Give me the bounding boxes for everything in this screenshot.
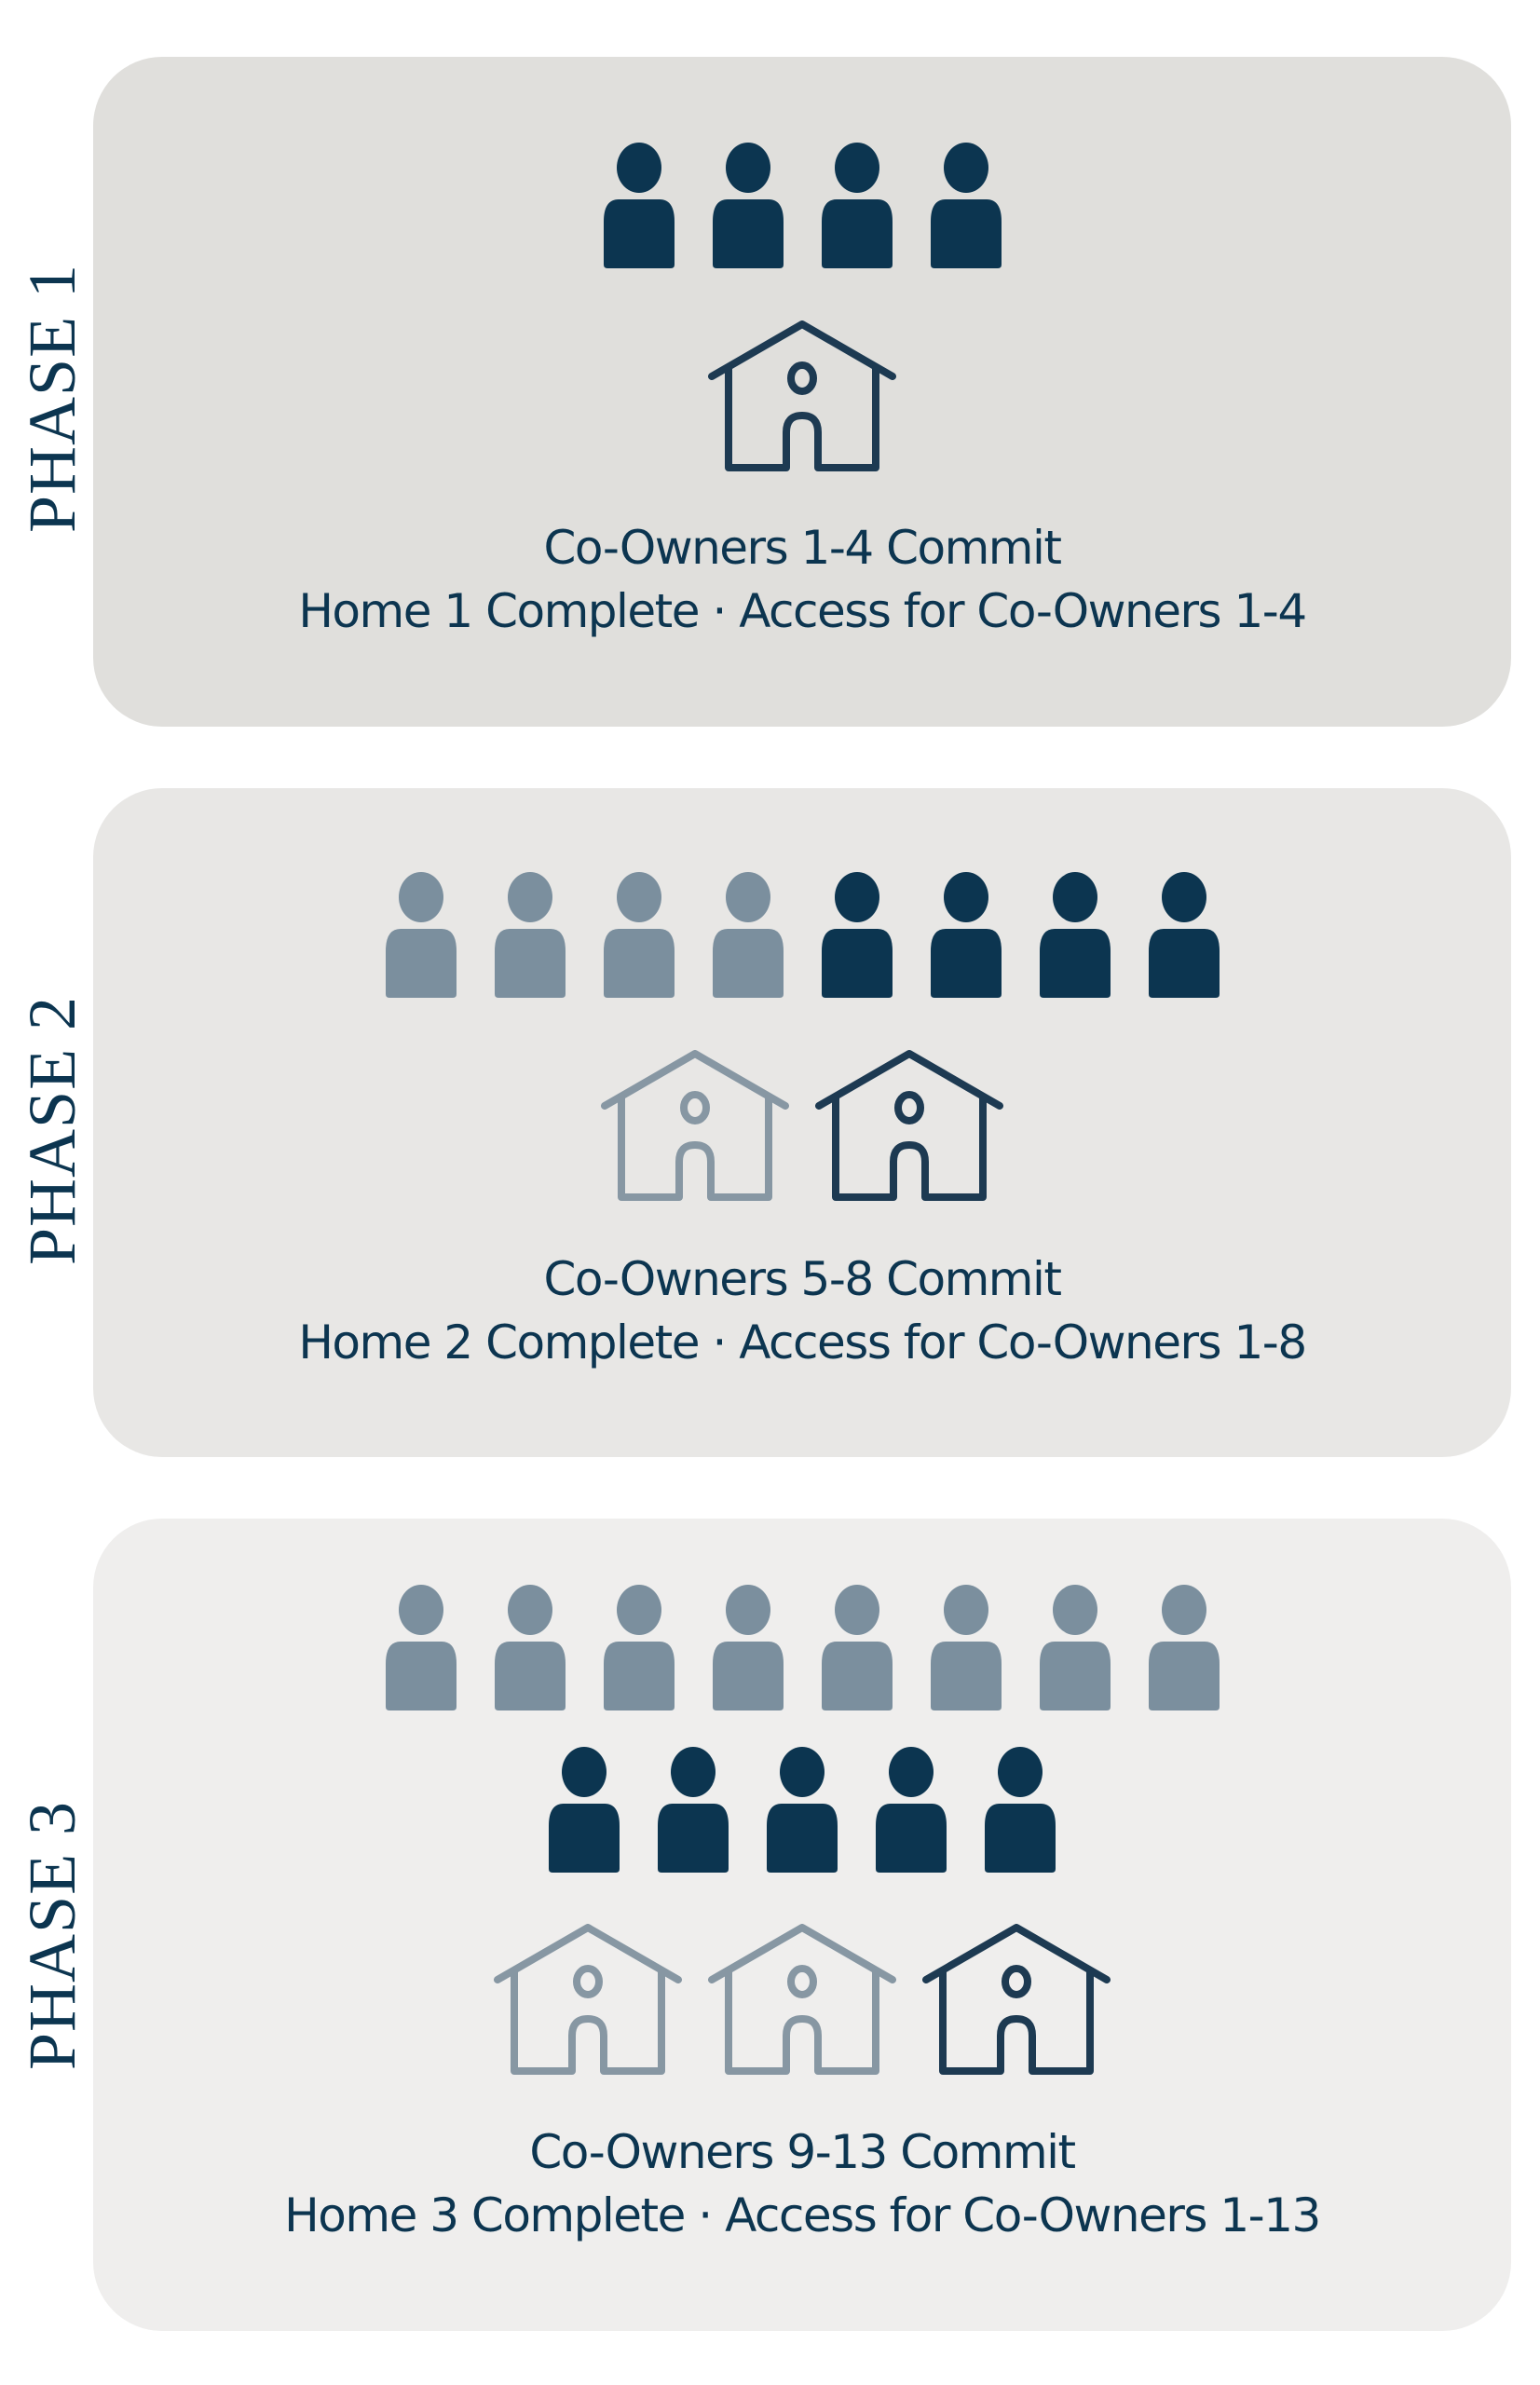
- phase-1-caption: Co-Owners 1-4 Commit Home 1 Complete · A…: [93, 516, 1511, 643]
- person-icon-prior: [603, 872, 675, 998]
- person-icon: [767, 1747, 838, 1873]
- phase-3-houses-row: [93, 1924, 1511, 2075]
- person-icon: [603, 143, 675, 268]
- house-icon-prior: [494, 1924, 682, 2075]
- person-icon-prior: [712, 1585, 784, 1710]
- person-icon: [930, 872, 1002, 998]
- house-icon: [708, 320, 896, 471]
- person-icon-prior: [712, 872, 784, 998]
- house-icon-prior: [708, 1924, 896, 2075]
- phase-3-caption: Co-Owners 9-13 Commit Home 3 Complete · …: [93, 2120, 1511, 2247]
- phase-3-commit-text: Co-Owners 9-13 Commit: [529, 2125, 1076, 2179]
- person-icon: [930, 143, 1002, 268]
- phase-3-people-row-new: [93, 1746, 1511, 1873]
- person-icon-prior: [821, 1585, 893, 1710]
- phase-2-people-row: [93, 871, 1511, 998]
- house-icon-prior: [601, 1050, 789, 1201]
- person-icon: [549, 1747, 620, 1873]
- person-icon-prior: [494, 872, 566, 998]
- person-icon-prior: [1148, 1585, 1220, 1710]
- phase-1-access-text: Home 1 Complete · Access for Co-Owners 1…: [298, 584, 1307, 638]
- person-icon: [821, 143, 893, 268]
- phase-3-people-row-prior: [93, 1584, 1511, 1710]
- person-icon: [876, 1747, 947, 1873]
- phase-3-access-text: Home 3 Complete · Access for Co-Owners 1…: [284, 2188, 1321, 2242]
- phase-1-label: PHASE 1: [15, 263, 89, 533]
- person-icon-prior: [1039, 1585, 1111, 1710]
- phase-1-houses-row: [93, 320, 1511, 471]
- person-icon-prior: [494, 1585, 566, 1710]
- phase-2-access-text: Home 2 Complete · Access for Co-Owners 1…: [298, 1315, 1307, 1370]
- person-icon: [658, 1747, 729, 1873]
- phase-1-people-row: [93, 142, 1511, 268]
- house-icon: [815, 1050, 1003, 1201]
- house-icon: [922, 1924, 1111, 2075]
- person-icon: [1039, 872, 1111, 998]
- person-icon: [821, 872, 893, 998]
- phase-2-houses-row: [93, 1050, 1511, 1201]
- person-icon-prior: [385, 1585, 457, 1710]
- phase-2-caption: Co-Owners 5-8 Commit Home 2 Complete · A…: [93, 1247, 1511, 1374]
- person-icon: [712, 143, 784, 268]
- phase-2-label: PHASE 2: [15, 995, 89, 1265]
- person-icon-prior: [603, 1585, 675, 1710]
- phase-2-commit-text: Co-Owners 5-8 Commit: [543, 1252, 1062, 1306]
- person-icon: [985, 1747, 1056, 1873]
- person-icon: [1148, 872, 1220, 998]
- phase-1-commit-text: Co-Owners 1-4 Commit: [543, 521, 1062, 575]
- person-icon-prior: [930, 1585, 1002, 1710]
- phase-3-label: PHASE 3: [15, 1800, 89, 2070]
- person-icon-prior: [385, 872, 457, 998]
- phase-2-panel: [93, 788, 1511, 1457]
